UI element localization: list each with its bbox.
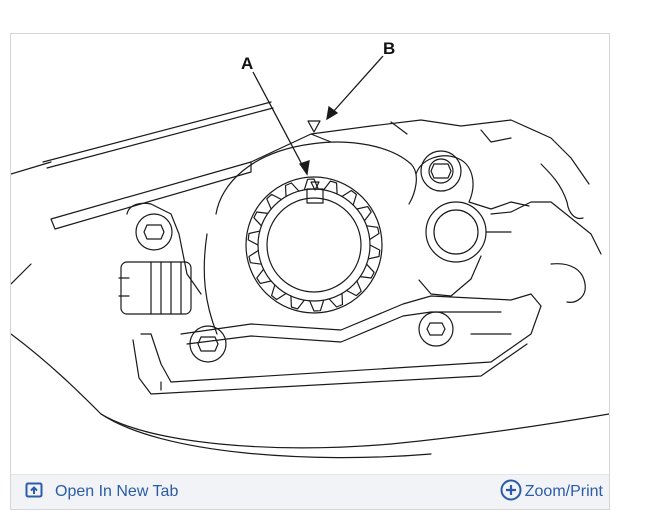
- callout-a: A: [241, 54, 253, 73]
- callout-b: B: [383, 39, 395, 58]
- open-in-new-tab-button[interactable]: Open In New Tab: [25, 482, 178, 502]
- zoom-plus-icon: [500, 479, 522, 506]
- open-in-new-tab-label: Open In New Tab: [55, 483, 179, 500]
- diagram-figure: A B: [11, 34, 609, 474]
- zoom-print-label: Zoom/Print: [524, 483, 603, 500]
- open-in-new-tab-icon: [25, 482, 43, 503]
- sprocket: [245, 176, 383, 314]
- zoom-print-button[interactable]: Zoom/Print: [500, 479, 603, 502]
- sprocket-teeth: [247, 178, 381, 312]
- viewer-toolbar: Open In New Tab Zoom/Print: [11, 474, 609, 509]
- crankshaft-sprocket-diagram: A B: [11, 39, 609, 459]
- image-viewer: A B Open In New Tab Zoom/Print: [10, 33, 610, 510]
